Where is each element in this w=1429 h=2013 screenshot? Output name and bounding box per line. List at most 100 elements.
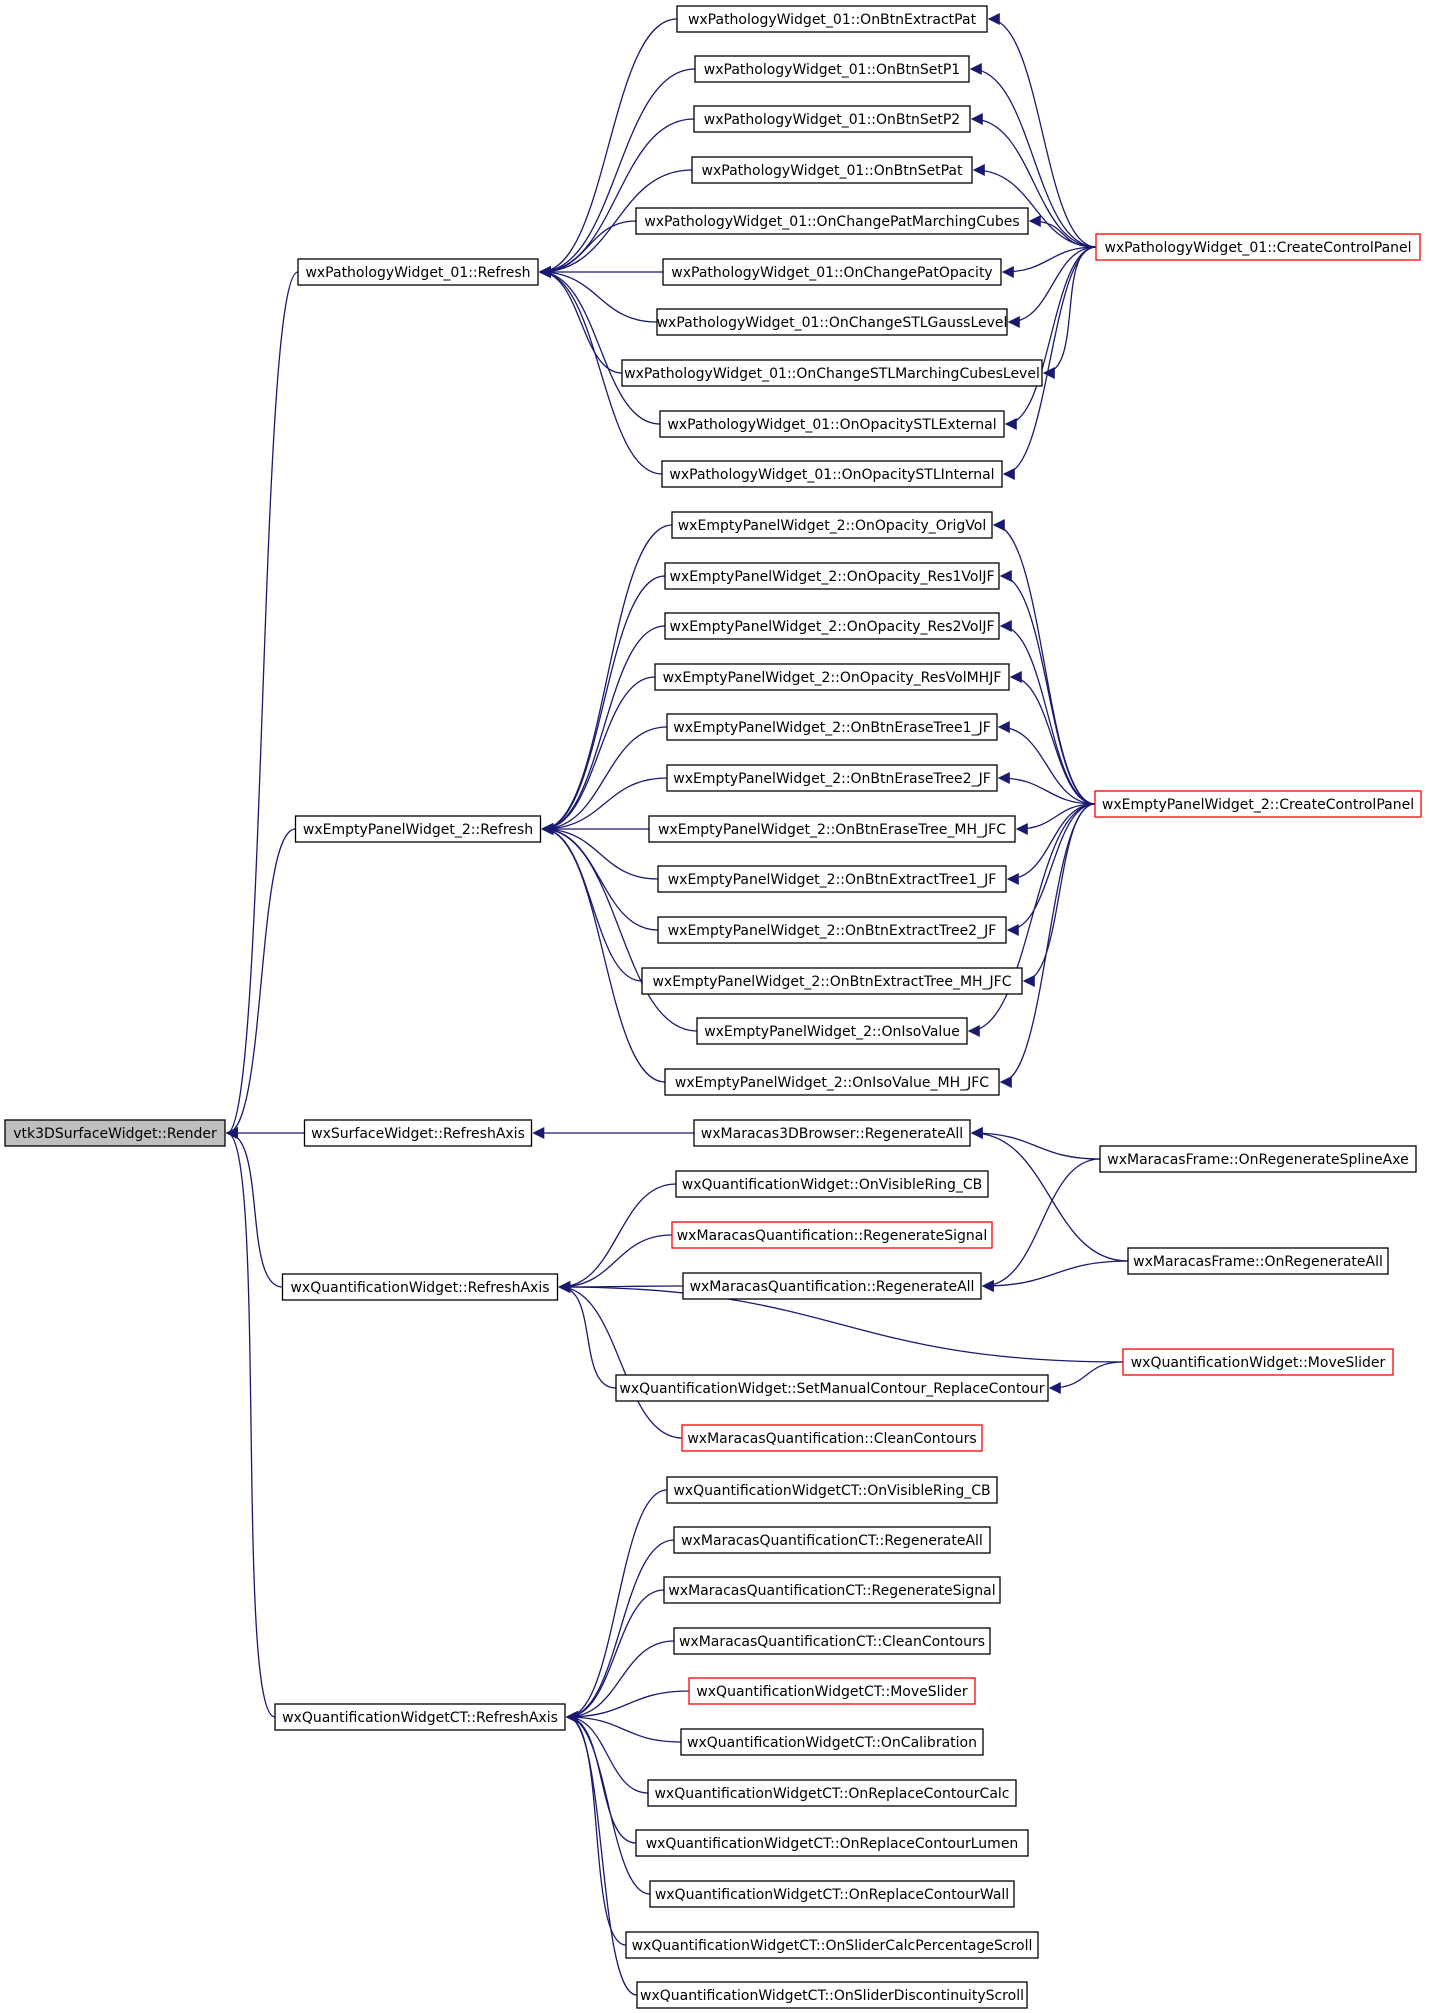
- node-label: wxQuantificationWidgetCT::OnCalibration: [687, 1735, 977, 1751]
- node-label: wxQuantificationWidgetCT::OnReplaceConto…: [646, 1836, 1019, 1852]
- node-wxmaracasquantification-cleancontours[interactable]: wxMaracasQuantification::CleanContours: [681, 1424, 983, 1452]
- node-wxquantificationwidgetct-oncalibration[interactable]: wxQuantificationWidgetCT::OnCalibration: [680, 1728, 984, 1756]
- node-wxquantificationwidget-onvisiblering-cb[interactable]: wxQuantificationWidget::OnVisibleRing_CB: [675, 1170, 989, 1198]
- node-box: [664, 1068, 1000, 1096]
- node-box: [671, 1221, 993, 1249]
- node-wxemptypanelwidget-2-onbtnerasetree-mh-jfc[interactable]: wxEmptyPanelWidget_2::OnBtnEraseTree_MH_…: [648, 815, 1016, 843]
- edge-ep_ccp-to-ep_extract1: [1006, 803, 1096, 885]
- edge-mqct_clean-to-qct_refreshaxis: [565, 1640, 675, 1723]
- edge-pw_chgstlg-to-pw_refresh: [538, 266, 658, 323]
- node-wxquantificationwidgetct-onslidercalcpercentagescroll[interactable]: wxQuantificationWidgetCT::OnSliderCalcPe…: [625, 1931, 1039, 1959]
- node-wxmaracasframe-onregeneratesplineaxe[interactable]: wxMaracasFrame::OnRegenerateSplineAxe: [1099, 1145, 1417, 1173]
- node-wxpathologywidget-01-refresh[interactable]: wxPathologyWidget_01::Refresh: [297, 258, 539, 286]
- node-wxquantificationwidgetct-onreplacecontourcalc[interactable]: wxQuantificationWidgetCT::OnReplaceConto…: [647, 1779, 1017, 1807]
- node-wxmaracasquantification-regenerateall[interactable]: wxMaracasQuantification::RegenerateAll: [682, 1272, 982, 1300]
- node-wxpathologywidget-01-onopacitystlexternal[interactable]: wxPathologyWidget_01::OnOpacitySTLExtern…: [659, 410, 1005, 438]
- node-wxquantificationwidgetct-onreplacecontourlumen[interactable]: wxQuantificationWidgetCT::OnReplaceConto…: [635, 1829, 1029, 1857]
- node-wxpathologywidget-01-onbtnextractpat[interactable]: wxPathologyWidget_01::OnBtnExtractPat: [676, 5, 988, 33]
- node-wxmaracasquantificationct-regenerateall[interactable]: wxMaracasQuantificationCT::RegenerateAll: [673, 1526, 991, 1554]
- node-wxquantificationwidgetct-onvisiblering-cb[interactable]: wxQuantificationWidgetCT::OnVisibleRing_…: [666, 1476, 998, 1504]
- node-vtk3dsurfacewidget-render[interactable]: vtk3DSurfaceWidget::Render: [4, 1119, 226, 1147]
- node-label: wxPathologyWidget_01::OnOpacitySTLIntern…: [669, 467, 994, 483]
- node-wxmaracasframe-onregenerateall[interactable]: wxMaracasFrame::OnRegenerateAll: [1127, 1247, 1389, 1275]
- node-wxquantificationwidget-moveslider[interactable]: wxQuantificationWidget::MoveSlider: [1122, 1348, 1394, 1376]
- node-wxemptypanelwidget-2-onbtnextracttree-mh-jfc[interactable]: wxEmptyPanelWidget_2::OnBtnExtractTree_M…: [641, 967, 1023, 995]
- node-label: wxMaracasQuantificationCT::RegenerateSig…: [668, 1583, 995, 1599]
- edge-qct_repwall-to-qct_refreshaxis: [565, 1711, 651, 1895]
- node-wxquantificationwidgetct-refreshaxis[interactable]: wxQuantificationWidgetCT::RefreshAxis: [274, 1703, 566, 1731]
- edge-pw_ccp-to-pw_opint: [1002, 246, 1097, 480]
- node-wxmaracasquantificationct-cleancontours[interactable]: wxMaracasQuantificationCT::CleanContours: [673, 1627, 991, 1655]
- node-wxemptypanelwidget-2-onopacity-res1voljf[interactable]: wxEmptyPanelWidget_2::OnOpacity_Res1VolJ…: [664, 562, 1000, 590]
- node-label: wxEmptyPanelWidget_2::OnIsoValue_MH_JFC: [675, 1075, 989, 1091]
- node-wxemptypanelwidget-2-createcontrolpanel[interactable]: wxEmptyPanelWidget_2::CreateControlPanel: [1094, 790, 1422, 818]
- node-label: wxQuantificationWidgetCT::OnVisibleRing_…: [673, 1483, 990, 1499]
- node-wxpathologywidget-01-onbtnsetp1[interactable]: wxPathologyWidget_01::OnBtnSetP1: [694, 55, 970, 83]
- node-wxemptypanelwidget-2-onopacity-origvol[interactable]: wxEmptyPanelWidget_2::OnOpacity_OrigVol: [671, 511, 993, 539]
- node-wxemptypanelwidget-2-refresh[interactable]: wxEmptyPanelWidget_2::Refresh: [294, 815, 542, 843]
- node-label: wxEmptyPanelWidget_2::OnOpacity_ResVolMH…: [663, 670, 1002, 686]
- edge-ep_extract2-to-ep_refresh: [541, 823, 659, 931]
- node-wxemptypanelwidget-2-onbtnextracttree1-jf[interactable]: wxEmptyPanelWidget_2::OnBtnExtractTree1_…: [657, 865, 1007, 893]
- node-box: [657, 865, 1007, 893]
- node-label: wxQuantificationWidgetCT::OnSliderCalcPe…: [632, 1938, 1033, 1954]
- node-wxpathologywidget-01-onbtnsetp2[interactable]: wxPathologyWidget_01::OnBtnSetP2: [693, 105, 971, 133]
- node-wxpathologywidget-01-onchangepatmarchingcubes[interactable]: wxPathologyWidget_01::OnChangePatMarchin…: [635, 207, 1029, 235]
- node-wxpathologywidget-01-createcontrolpanel[interactable]: wxPathologyWidget_01::CreateControlPanel: [1095, 233, 1421, 261]
- node-label: wxMaracasQuantification::RegenerateSigna…: [677, 1228, 988, 1244]
- node-label: wxMaracasFrame::OnRegenerateAll: [1133, 1254, 1383, 1270]
- node-wxquantificationwidget-setmanualcontour-replacecontour[interactable]: wxQuantificationWidget::SetManualContour…: [615, 1374, 1049, 1402]
- node-label: vtk3DSurfaceWidget::Render: [13, 1126, 217, 1142]
- node-label: wxQuantificationWidgetCT::OnSliderDiscon…: [640, 1988, 1024, 2004]
- node-box: [654, 663, 1010, 691]
- node-label: wxPathologyWidget_01::OnBtnSetP1: [704, 62, 960, 78]
- node-label: wxEmptyPanelWidget_2::OnOpacity_Res1VolJ…: [669, 569, 994, 585]
- node-wxpathologywidget-01-onbtnsetpat[interactable]: wxPathologyWidget_01::OnBtnSetPat: [691, 156, 973, 184]
- node-wxemptypanelwidget-2-onisovalue[interactable]: wxEmptyPanelWidget_2::OnIsoValue: [696, 1017, 968, 1045]
- node-label: wxMaracas3DBrowser::RegenerateAll: [701, 1126, 963, 1142]
- node-box: [681, 1424, 983, 1452]
- node-wxquantificationwidgetct-moveslider[interactable]: wxQuantificationWidgetCT::MoveSlider: [688, 1677, 976, 1705]
- node-wxpathologywidget-01-onchangestlmarchingcubeslevel[interactable]: wxPathologyWidget_01::OnChangeSTLMarchin…: [621, 359, 1043, 387]
- edge-qct_visring-to-qct_refreshaxis: [565, 1489, 668, 1723]
- node-label: wxEmptyPanelWidget_2::OnOpacity_Res2VolJ…: [669, 619, 994, 635]
- edge-pw_extractpat-to-pw_refresh: [538, 18, 678, 278]
- node-wxmaracas3dbrowser-regenerateall[interactable]: wxMaracas3DBrowser::RegenerateAll: [693, 1119, 971, 1147]
- node-box: [1095, 233, 1421, 261]
- node-label: wxQuantificationWidgetCT::RefreshAxis: [282, 1710, 558, 1726]
- edge-mf_regenall-to-m3d_regen: [970, 1127, 1129, 1262]
- edge-qw_visring-to-qw_refreshaxis: [558, 1183, 677, 1293]
- edge-mqct_regensig-to-qct_refreshaxis: [565, 1589, 665, 1723]
- node-wxpathologywidget-01-onchangepatopacity[interactable]: wxPathologyWidget_01::OnChangePatOpacity: [662, 258, 1002, 286]
- node-wxemptypanelwidget-2-onbtnerasetree2-jf[interactable]: wxEmptyPanelWidget_2::OnBtnEraseTree2_JF: [666, 764, 998, 792]
- node-box: [621, 359, 1043, 387]
- node-box: [662, 258, 1002, 286]
- node-box: [659, 410, 1005, 438]
- node-box: [664, 562, 1000, 590]
- node-box: [693, 105, 971, 133]
- node-wxmaracasquantification-regeneratesignal[interactable]: wxMaracasQuantification::RegenerateSigna…: [671, 1221, 993, 1249]
- node-wxemptypanelwidget-2-onisovalue-mh-jfc[interactable]: wxEmptyPanelWidget_2::OnIsoValue_MH_JFC: [664, 1068, 1000, 1096]
- node-wxemptypanelwidget-2-onopacity-resvolmhjf[interactable]: wxEmptyPanelWidget_2::OnOpacity_ResVolMH…: [654, 663, 1010, 691]
- node-wxquantificationwidgetct-onsliderdiscontinuityscroll[interactable]: wxQuantificationWidgetCT::OnSliderDiscon…: [636, 1981, 1028, 2009]
- edge-ep_ccp-to-ep_isomh: [999, 803, 1096, 1088]
- node-box: [696, 1017, 968, 1045]
- node-wxemptypanelwidget-2-onopacity-res2voljf[interactable]: wxEmptyPanelWidget_2::OnOpacity_Res2VolJ…: [664, 612, 1000, 640]
- node-wxquantificationwidgetct-onreplacecontourwall[interactable]: wxQuantificationWidgetCT::OnReplaceConto…: [649, 1880, 1015, 1908]
- edge-ep_isomh-to-ep_refresh: [541, 823, 666, 1083]
- node-wxquantificationwidget-refreshaxis[interactable]: wxQuantificationWidget::RefreshAxis: [281, 1273, 559, 1301]
- edge-ep_ccp-to-ep_iso: [967, 803, 1096, 1037]
- edge-qw_setmanual-to-qw_refreshaxis: [558, 1281, 617, 1389]
- node-label: wxEmptyPanelWidget_2::OnOpacity_OrigVol: [678, 518, 987, 534]
- edge-ep_extractmh-to-ep_refresh: [541, 823, 643, 982]
- node-label: wxEmptyPanelWidget_2::OnBtnEraseTree1_JF: [673, 720, 991, 736]
- node-wxemptypanelwidget-2-onbtnerasetree1-jf[interactable]: wxEmptyPanelWidget_2::OnBtnEraseTree1_JF: [666, 713, 998, 741]
- node-wxmaracasquantificationct-regeneratesignal[interactable]: wxMaracasQuantificationCT::RegenerateSig…: [663, 1576, 1001, 1604]
- node-label: wxPathologyWidget_01::OnChangePatOpacity: [671, 265, 992, 281]
- node-label: wxEmptyPanelWidget_2::OnBtnExtractTree2_…: [668, 923, 997, 939]
- node-label: wxMaracasQuantification::CleanContours: [687, 1431, 976, 1447]
- node-wxsurfacewidget-refreshaxis[interactable]: wxSurfaceWidget::RefreshAxis: [303, 1119, 533, 1147]
- node-wxpathologywidget-01-onopacitystlinternal[interactable]: wxPathologyWidget_01::OnOpacitySTLIntern…: [661, 460, 1003, 488]
- node-wxemptypanelwidget-2-onbtnextracttree2-jf[interactable]: wxEmptyPanelWidget_2::OnBtnExtractTree2_…: [657, 916, 1007, 944]
- node-wxpathologywidget-01-onchangestlgausslevel[interactable]: wxPathologyWidget_01::OnChangeSTLGaussLe…: [656, 308, 1008, 336]
